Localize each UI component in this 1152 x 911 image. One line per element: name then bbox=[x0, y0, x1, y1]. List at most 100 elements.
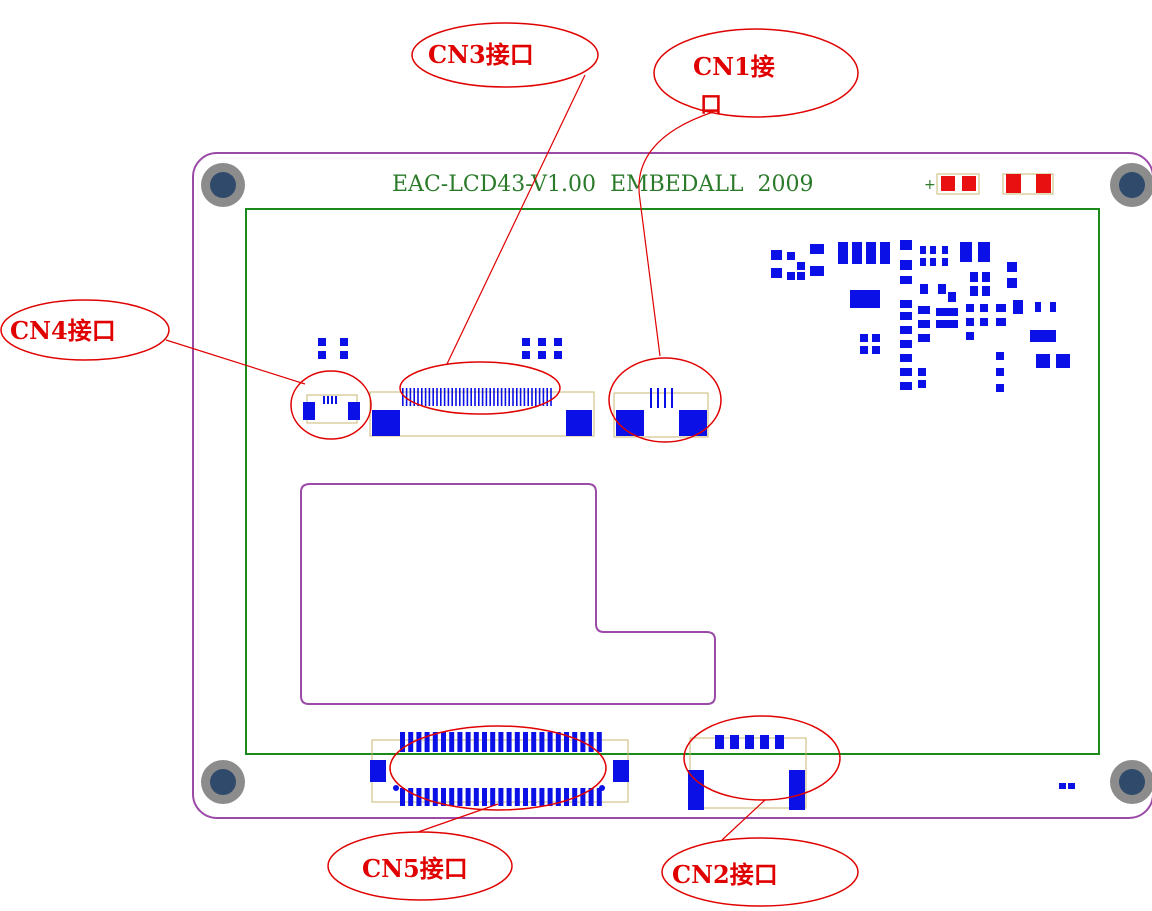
connector-pin bbox=[514, 732, 520, 752]
callout-cn2: CN2接口 bbox=[661, 715, 859, 907]
plus-mark: + bbox=[924, 177, 936, 193]
led-d1: + bbox=[924, 173, 980, 195]
callout-cn4-label: CN4接口 bbox=[10, 316, 116, 345]
connector-pin bbox=[523, 732, 528, 752]
mount-hole-top-right bbox=[1110, 163, 1152, 207]
connector-pin bbox=[493, 388, 495, 406]
connector-pin bbox=[490, 732, 496, 752]
callout-cn1-target bbox=[608, 357, 722, 443]
connector-pin bbox=[473, 732, 479, 752]
connector-pin bbox=[447, 388, 450, 406]
connector-pin bbox=[416, 732, 422, 752]
connector-pin bbox=[542, 388, 545, 406]
callout-cn3-label: CN3接口 bbox=[428, 40, 534, 69]
connector-pin bbox=[490, 788, 496, 806]
connector-pin bbox=[531, 388, 533, 406]
connector-pin bbox=[424, 788, 430, 806]
cn1-connector bbox=[613, 388, 709, 438]
callout-cn2-label: CN2接口 bbox=[672, 860, 778, 889]
connector-pin bbox=[504, 388, 507, 406]
board-cutout bbox=[300, 483, 716, 705]
connector-pin bbox=[498, 788, 504, 806]
connector-pin bbox=[482, 732, 487, 752]
connector-pin bbox=[413, 388, 415, 406]
cn2-connector bbox=[688, 735, 807, 810]
pad-pairs-left bbox=[318, 338, 348, 359]
connector-pin bbox=[408, 788, 414, 806]
connector-pin bbox=[547, 732, 553, 752]
connector-pin bbox=[449, 732, 455, 752]
connector-pin bbox=[489, 388, 491, 406]
connector-pin bbox=[432, 732, 438, 752]
connector-pin bbox=[555, 788, 561, 806]
connector-pin bbox=[473, 788, 479, 806]
callout-cn4: CN4接口 bbox=[0, 299, 372, 440]
connector-pin bbox=[547, 788, 553, 806]
connector-pin bbox=[588, 788, 594, 806]
connector-pin bbox=[497, 388, 499, 406]
cn3-pins bbox=[402, 388, 552, 406]
connector-pin bbox=[512, 388, 514, 406]
connector-pin bbox=[436, 388, 438, 406]
connector-pin bbox=[457, 788, 463, 806]
cn3-connector bbox=[369, 388, 595, 437]
connector-pin bbox=[519, 388, 522, 406]
connector-pin bbox=[535, 388, 537, 406]
connector-pin bbox=[527, 388, 529, 406]
silkscreen-title: EAC-LCD43-V1.00 EMBEDALL 2009 bbox=[392, 172, 814, 197]
connector-pin bbox=[432, 788, 438, 806]
callout-cn5: CN5接口 bbox=[327, 725, 607, 901]
cn5-pins-bottom bbox=[400, 788, 602, 806]
connector-pin bbox=[441, 788, 446, 806]
led-d2 bbox=[1002, 173, 1054, 195]
connector-pin bbox=[564, 788, 569, 806]
connector-pin bbox=[466, 388, 469, 406]
connector-pin bbox=[457, 732, 463, 752]
cn5-connector bbox=[370, 732, 629, 806]
connector-pin bbox=[424, 388, 427, 406]
connector-pin bbox=[506, 732, 512, 752]
mount-hole-top-left bbox=[201, 163, 245, 207]
connector-pin bbox=[498, 732, 504, 752]
connector-pin bbox=[443, 388, 446, 406]
connector-pin bbox=[555, 732, 561, 752]
connector-pin bbox=[421, 388, 423, 406]
cn4-connector bbox=[303, 394, 360, 424]
lcd-outline bbox=[245, 208, 1100, 755]
connector-pin bbox=[440, 388, 442, 406]
connector-pin bbox=[580, 788, 586, 806]
connector-pin bbox=[523, 788, 528, 806]
connector-pin bbox=[424, 732, 430, 752]
connector-pin bbox=[459, 388, 461, 406]
connector-pin bbox=[485, 388, 488, 406]
connector-pin bbox=[550, 388, 552, 406]
pad-pairs-middle bbox=[522, 338, 562, 359]
connector-pin bbox=[531, 788, 537, 806]
callout-cn3: CN3接口 bbox=[399, 22, 599, 415]
callout-cn1-label-line1: CN1接 bbox=[693, 52, 775, 81]
connector-pin bbox=[514, 788, 520, 806]
connector-pin bbox=[539, 788, 545, 806]
callout-cn2-target bbox=[683, 715, 841, 801]
connector-pin bbox=[596, 788, 602, 806]
connector-pin bbox=[432, 388, 434, 406]
connector-pin bbox=[523, 388, 526, 406]
connector-pin bbox=[400, 788, 405, 806]
pad-bottom-right bbox=[1059, 783, 1075, 789]
connector-pin bbox=[400, 732, 405, 752]
callout-cn5-target bbox=[389, 725, 607, 811]
connector-pin bbox=[588, 732, 594, 752]
connector-pin bbox=[481, 388, 484, 406]
connector-pin bbox=[531, 732, 537, 752]
connector-pin bbox=[465, 732, 471, 752]
connector-pin bbox=[564, 732, 569, 752]
connector-pin bbox=[408, 732, 414, 752]
mount-hole-bottom-left bbox=[201, 760, 245, 804]
connector-pin bbox=[441, 732, 446, 752]
callout-cn1-label-line2: 口 bbox=[700, 92, 722, 118]
connector-pin bbox=[417, 388, 419, 406]
connector-pin bbox=[465, 788, 471, 806]
connector-pin bbox=[474, 388, 476, 406]
connector-pin bbox=[508, 388, 510, 406]
connector-pin bbox=[462, 388, 465, 406]
